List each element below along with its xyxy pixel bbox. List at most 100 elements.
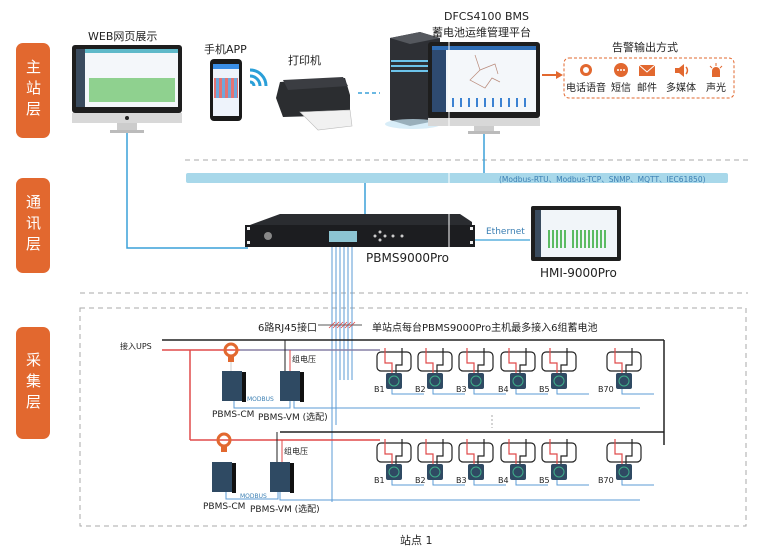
battery-cell (606, 439, 654, 486)
battery-group-1 (376, 348, 654, 395)
printer-icon (276, 77, 353, 131)
layer-tag-collect-label: 采集层 (24, 351, 42, 415)
sms-icon (614, 63, 628, 77)
battery-cell (500, 348, 548, 395)
cell-sensor-icon (386, 373, 402, 389)
group-voltage-label-2: 组电压 (284, 447, 308, 456)
vm-label-1: PBMS-VM (选配) (258, 413, 328, 423)
cell-sensor-icon (510, 373, 526, 389)
cell-sensor-icon (551, 464, 567, 480)
battery-cell (458, 439, 506, 486)
modbus-label-2: MODBUS (240, 493, 267, 500)
current-sensor-icon (216, 432, 232, 452)
current-sensor-icon (223, 342, 239, 362)
battery-label: B2 (415, 385, 426, 394)
alarm-method-label: 邮件 (637, 83, 657, 94)
layer-tag-comm: 通讯层 (16, 178, 50, 273)
alarm-light-icon (709, 63, 723, 77)
battery-label: B4 (498, 385, 509, 394)
wifi-icon (249, 68, 268, 87)
phone-voice-icon (580, 64, 592, 76)
platform-title-line1: DFCS4100 BMS (444, 10, 529, 23)
layer-tag-collect: 采集层 (16, 327, 50, 439)
mobile-app-label: 手机APP (204, 43, 247, 56)
cell-sensor-icon (616, 464, 632, 480)
mail-icon (638, 64, 656, 76)
battery-cell (606, 348, 654, 395)
rj45-lines (331, 247, 353, 502)
web-display-label: WEB网页展示 (88, 30, 158, 43)
platform-monitor-icon (428, 42, 540, 134)
cm-label-2: PBMS-CM (203, 502, 246, 512)
battery-label: B2 (415, 476, 426, 485)
modbus-label-1: MODBUS (247, 396, 274, 403)
pbms-cm-device-icon (212, 462, 236, 493)
battery-cell (417, 439, 465, 486)
battery-cell (541, 348, 589, 395)
ups-input-label: 接入UPS (120, 342, 152, 351)
battery-label: B5 (539, 385, 550, 394)
printer-label: 打印机 (288, 54, 321, 67)
pbms9000pro-host-icon (245, 214, 475, 247)
capacity-note: 单站点每台PBMS9000Pro主机最多接入6组蓄电池 (372, 323, 598, 334)
alarm-method-sms: 短信 (611, 63, 631, 94)
alarm-method-label: 声光 (706, 83, 726, 94)
battery-cell (458, 348, 506, 395)
pbms-vm-device-icon (280, 371, 304, 402)
layer-tag-master: 主站层 (16, 43, 50, 138)
battery-label: B1 (374, 476, 385, 485)
group-voltage-label-1: 组电压 (292, 355, 316, 364)
cell-sensor-icon (616, 373, 632, 389)
cell-sensor-icon (510, 464, 526, 480)
layer-tag-comm-label: 通讯层 (24, 194, 42, 257)
cell-sensor-icon (468, 464, 484, 480)
cell-sensor-icon (386, 464, 402, 480)
battery-label: B70 (598, 476, 614, 485)
battery-cell (500, 439, 548, 486)
arrow-icon (556, 71, 563, 79)
ethernet-label: Ethernet (486, 227, 525, 237)
battery-cell (376, 348, 424, 395)
battery-label: B3 (456, 476, 467, 485)
battery-label: B1 (374, 385, 385, 394)
alarm-method-label: 电话语音 (566, 83, 606, 94)
pbms-cm-device-icon (222, 371, 246, 402)
rj45-interface-label: 6路RJ45接口 (258, 323, 317, 334)
pbms-vm-device-icon (270, 462, 294, 493)
cell-sensor-icon (551, 373, 567, 389)
cell-sensor-icon (427, 373, 443, 389)
battery-cell (376, 439, 424, 486)
alarm-method-sound-light: 声光 (706, 63, 726, 94)
web-monitor-icon (72, 45, 182, 133)
cell-sensor-icon (427, 464, 443, 480)
protocol-list: (Modbus-RTU、Modbus-TCP、SNMP、MQTT、IEC6185… (499, 175, 706, 184)
battery-group-2 (376, 439, 654, 486)
site-frame (79, 307, 747, 527)
alarm-method-label: 短信 (611, 83, 631, 94)
alarm-method-mail: 邮件 (637, 63, 657, 94)
phone-icon (210, 59, 242, 121)
battery-label: B4 (498, 476, 509, 485)
layer-tag-master-label: 主站层 (24, 59, 42, 122)
battery-cell (417, 348, 465, 395)
protocol-bus-bar (186, 173, 728, 183)
alarm-method-label: 多媒体 (666, 83, 696, 94)
alarm-box (563, 57, 735, 99)
battery-cell (541, 439, 589, 486)
alarm-method-phone-voice: 电话语音 (566, 63, 606, 94)
alarm-method-multimedia: 多媒体 (666, 63, 696, 94)
server-icon (385, 32, 441, 129)
battery-label: B5 (539, 476, 550, 485)
cm-label-1: PBMS-CM (212, 410, 255, 420)
vm-label-2: PBMS-VM (选配) (250, 505, 320, 515)
host-label: PBMS9000Pro (366, 251, 450, 265)
platform-title-line2: 蓄电池运维管理平台 (432, 26, 531, 39)
battery-label: B70 (598, 385, 614, 394)
hmi-screen-icon (531, 206, 621, 261)
hmi-label: HMI-9000Pro (540, 266, 617, 280)
alarm-output-title: 告警输出方式 (612, 41, 678, 54)
cell-sensor-icon (468, 373, 484, 389)
site-label: 站点 1 (400, 534, 433, 547)
battery-label: B3 (456, 385, 467, 394)
